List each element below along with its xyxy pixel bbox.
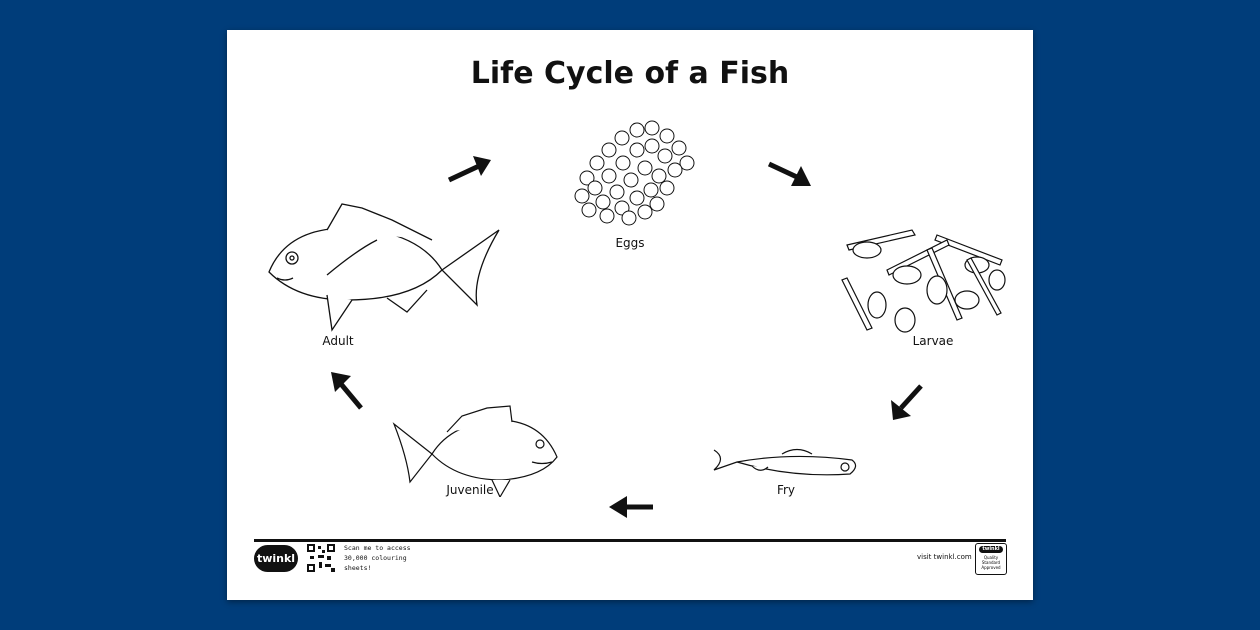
stage-label-juvenile: Juvenile xyxy=(446,483,494,497)
arrow-eggs-to-larvae-icon xyxy=(767,161,811,186)
stage-label-adult: Adult xyxy=(322,334,354,348)
arrow-fry-to-juvenile-icon xyxy=(609,496,653,518)
arrow-larvae-to-fry-icon xyxy=(891,384,923,420)
fish-larvae-illustration xyxy=(841,229,1006,333)
stage-label-larvae: Larvae xyxy=(912,334,954,348)
fish-eggs-illustration xyxy=(574,120,695,226)
qr-code-icon[interactable] xyxy=(307,544,335,572)
stage-label-eggs: Eggs xyxy=(615,236,645,250)
juvenile-fish-illustration xyxy=(392,405,558,497)
scan-qr-text: Scan me to access 30,000 colouring sheet… xyxy=(344,544,411,572)
stage-label-fry: Fry xyxy=(776,483,796,497)
arrow-adult-to-eggs-icon xyxy=(447,156,491,183)
adult-fish-illustration xyxy=(268,203,500,332)
visit-website-link[interactable]: visit twinkl.com xyxy=(917,553,972,561)
fish-fry-illustration xyxy=(713,448,857,476)
arrow-juvenile-to-adult-icon xyxy=(331,372,363,410)
worksheet: Life Cycle of a Fish Eggs Larvae Fry xyxy=(227,30,1033,600)
badge-text: Quality Standard Approved xyxy=(981,555,1001,570)
footer-divider xyxy=(254,539,1006,542)
twinkl-logo: twinkl xyxy=(254,545,298,572)
quality-standard-badge: twinkl Quality Standard Approved xyxy=(975,543,1007,575)
page-title: Life Cycle of a Fish xyxy=(470,56,790,91)
badge-logo: twinkl xyxy=(979,546,1003,553)
